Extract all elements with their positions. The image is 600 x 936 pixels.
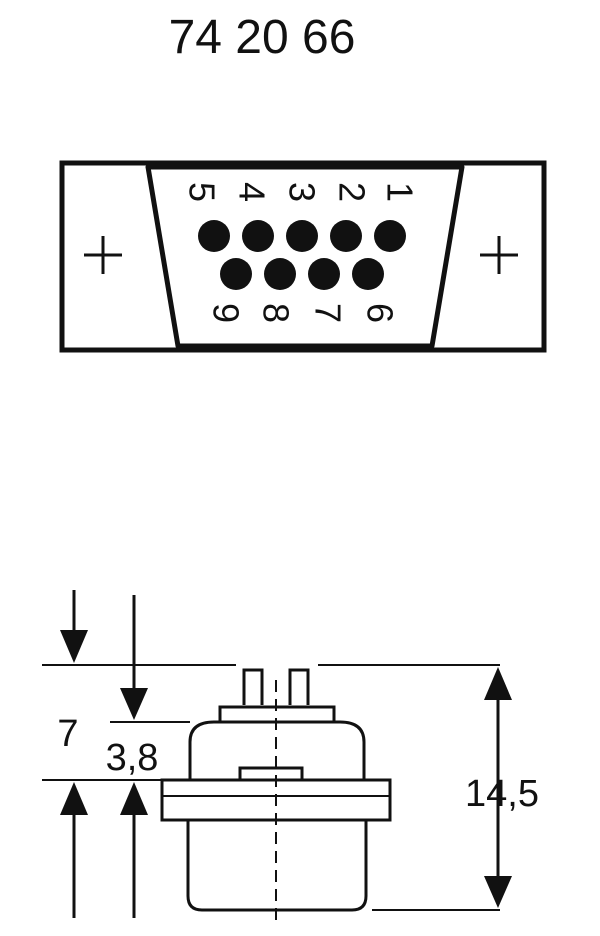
pins-top-row [198,220,406,252]
mounting-hole-right [480,236,518,274]
arrow-down-icon [120,688,148,720]
solder-tail-right [288,668,310,705]
pin-label-7: 7 [308,303,349,323]
pin-label-1: 1 [380,182,421,202]
arrow-down-icon [60,630,88,663]
pins-bottom-row [220,258,384,290]
solder-tail-left [242,668,264,705]
arrow-up-icon [120,782,148,815]
pin-5 [198,220,230,252]
arrow-down-icon [484,876,512,908]
front-view: 5 4 3 2 1 9 8 7 6 [59,160,547,353]
mounting-flange [59,160,547,353]
pin-label-2: 2 [332,182,373,202]
rear-body [188,720,366,780]
dim-flange-depth: 7 [57,713,78,755]
pin-label-5: 5 [182,182,223,202]
pin-label-6: 6 [360,303,401,323]
pin-label-8: 8 [256,303,297,323]
dimension-lines [42,590,512,918]
pin-label-3: 3 [282,182,323,202]
pin-9 [220,258,252,290]
pin-7 [308,258,340,290]
mounting-hole-left [84,236,122,274]
part-number: 74 20 66 [169,11,356,64]
arrow-up-icon [484,667,512,700]
dim-total-height: 14,5 [465,773,539,815]
pin-8 [264,258,296,290]
dim-tail-offset: 3,8 [106,737,159,779]
inner-ledge [238,766,304,780]
pin-2 [330,220,362,252]
pin-1 [374,220,406,252]
pin-4 [242,220,274,252]
pin-label-4: 4 [232,182,273,202]
side-view [160,668,392,926]
pin-6 [352,258,384,290]
arrow-up-icon [60,782,88,815]
d-sub-shell [145,164,465,349]
pin-3 [286,220,318,252]
pin-label-9: 9 [206,303,247,323]
